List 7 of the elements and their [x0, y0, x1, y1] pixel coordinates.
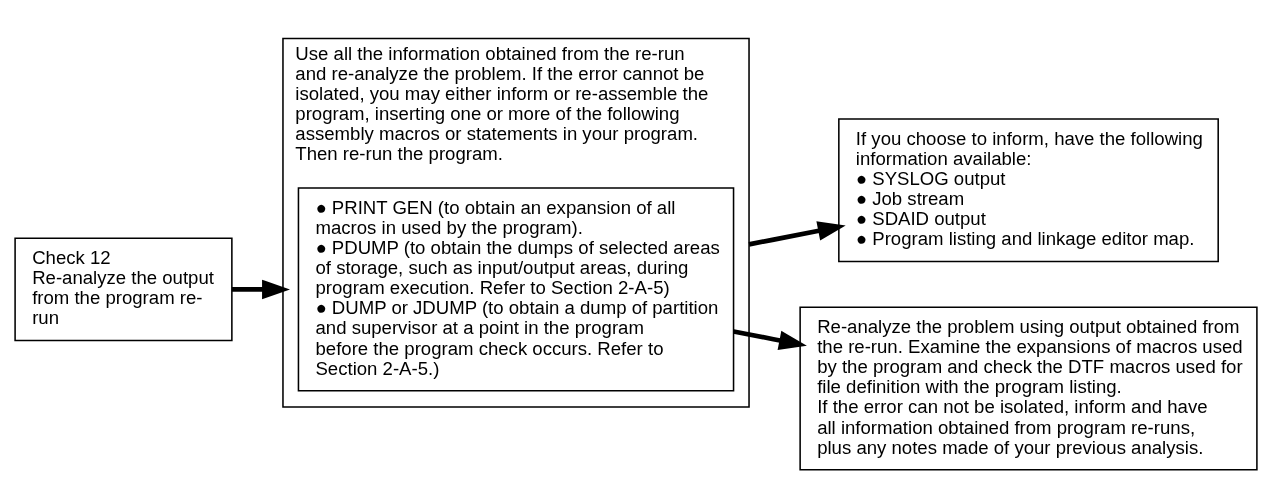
node-box: Re-analyze the problem using output obtained from the re-run. Examine the expansions of macros used by the program and check the DTF macros used for file definition with the program listing. If the error can not be isolated, inform and have all information obtained from program re-runs, plus any notes made of your previous analysis. — [799, 306, 1258, 471]
node-box: Check 12 Re-analyze the output from the program re-run — [14, 237, 233, 342]
arrow — [231, 279, 290, 300]
node-box: ● PRINT GEN (to obtain an expansion of all macros in used by the program). ● PDUMP (to obtain the dumps of selected areas of storage, such as input/output areas, during program execution. Refer to Section 2-A-5) ● DUMP or JDUMP (to obtain a dump of partition and supervisor at a point in the program before the program check occurs. Refer to Section 2-A-5.) — [297, 187, 735, 392]
arrow — [733, 329, 807, 350]
node-box: If you choose to inform, have the following information available: ● SYSLOG output ● Job stream ● SDAID output ● Program listing and linkage editor map. — [838, 118, 1219, 263]
arrow — [748, 221, 846, 247]
